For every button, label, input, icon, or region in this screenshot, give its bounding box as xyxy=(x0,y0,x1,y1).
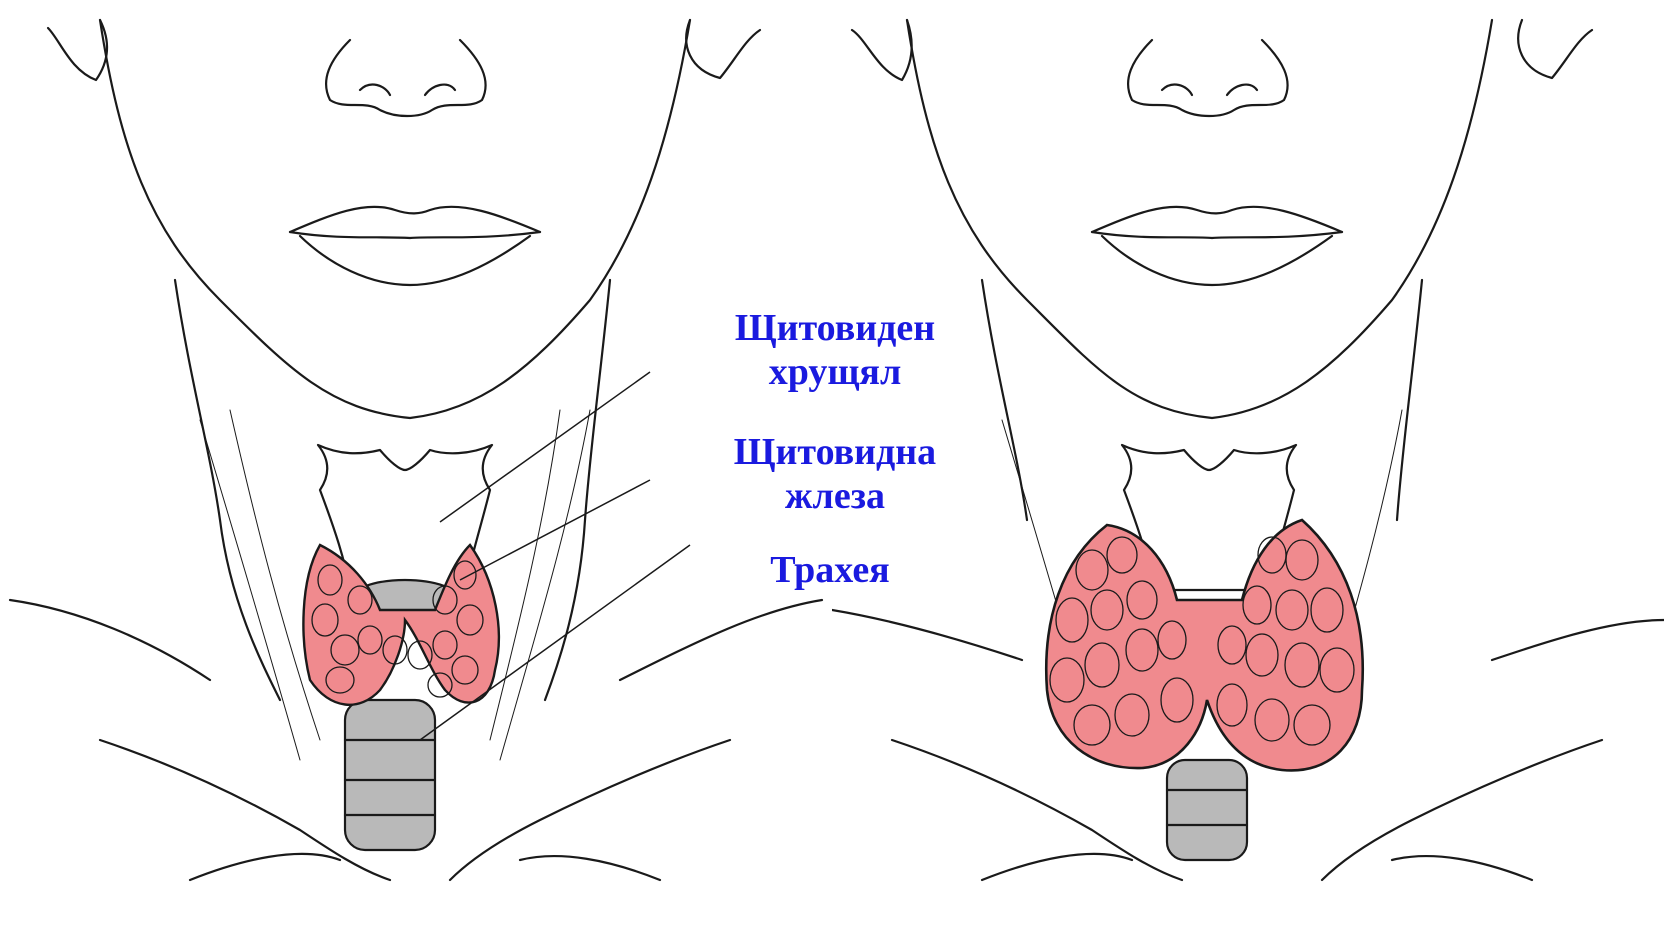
label-thyroid-gland: Щитовидна жлеза xyxy=(700,430,970,518)
lip-line xyxy=(290,232,540,238)
label-thyroid-cartilage: Щитовиден хрущял xyxy=(700,306,970,394)
neck-right xyxy=(545,280,610,700)
right-ear xyxy=(686,20,760,78)
nose xyxy=(1128,40,1288,116)
nose xyxy=(326,40,486,116)
left-ear xyxy=(48,20,107,80)
right-ear xyxy=(1518,20,1592,78)
left-ear xyxy=(852,20,912,80)
upper-lip xyxy=(290,207,540,232)
neck-right xyxy=(1397,280,1422,520)
lower-lip xyxy=(1102,236,1332,285)
neck-left xyxy=(982,280,1027,520)
label-trachea: Трахея xyxy=(740,548,920,592)
lower-lip xyxy=(300,236,530,285)
upper-lip xyxy=(1092,207,1342,232)
trachea xyxy=(1167,760,1247,860)
trachea xyxy=(345,700,435,850)
lip-line xyxy=(1092,232,1342,238)
